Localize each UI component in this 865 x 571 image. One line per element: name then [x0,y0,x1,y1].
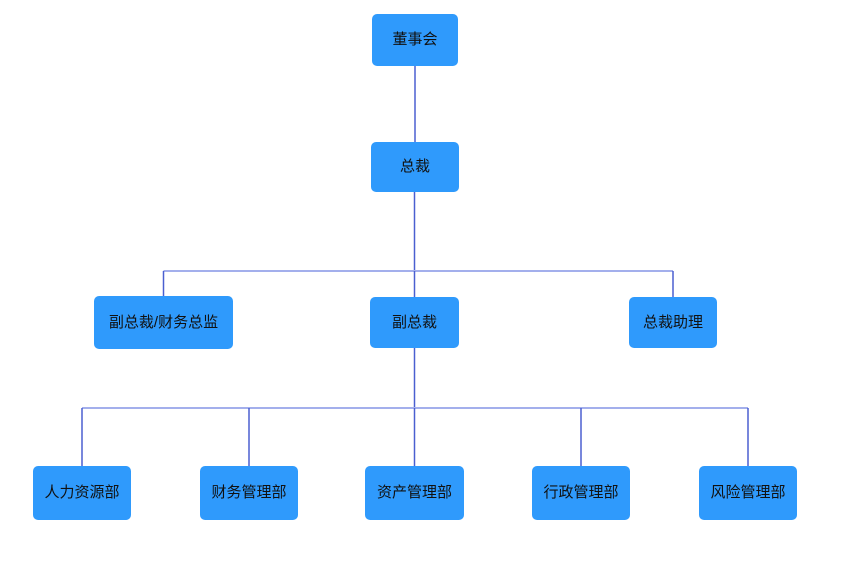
org-node-risk-dept[interactable]: 风险管理部 [699,466,797,520]
org-node-finance-dept[interactable]: 财务管理部 [200,466,298,520]
org-node-president[interactable]: 总裁 [371,142,459,192]
org-node-vp-cfo[interactable]: 副总裁/财务总监 [94,296,233,349]
org-node-president-assistant[interactable]: 总裁助理 [629,297,717,348]
org-node-hr-dept[interactable]: 人力资源部 [33,466,131,520]
org-node-admin-dept[interactable]: 行政管理部 [532,466,630,520]
org-node-asset-dept[interactable]: 资产管理部 [365,466,464,520]
org-node-board[interactable]: 董事会 [372,14,458,66]
org-node-vp[interactable]: 副总裁 [370,297,459,348]
